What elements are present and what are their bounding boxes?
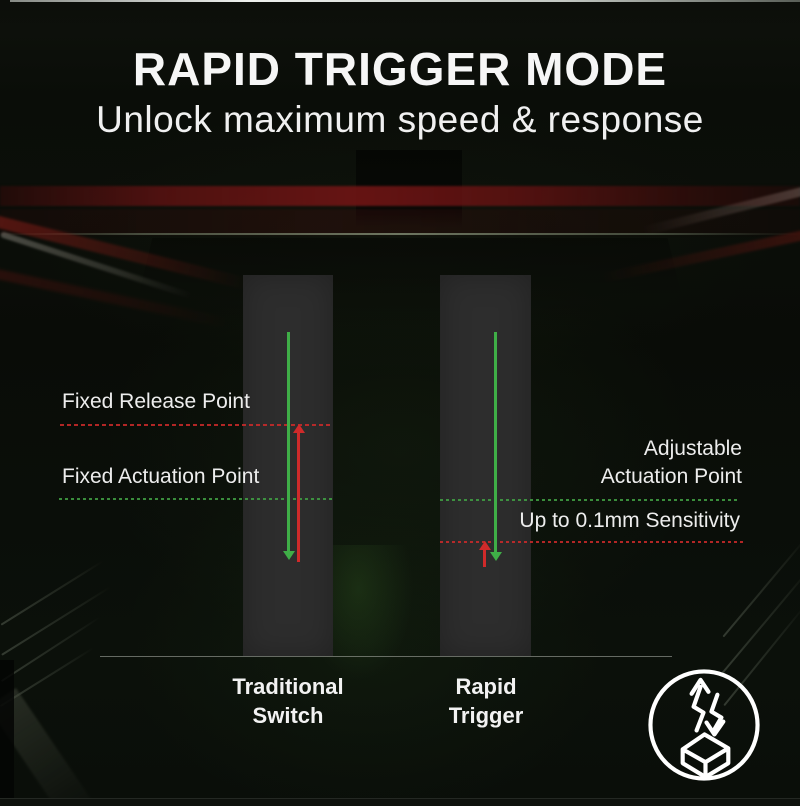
traditional-switch-name: Traditional Switch [188,672,388,730]
traditional-downstroke-arrow [282,332,295,560]
background-dark-strip [0,660,14,806]
rapid-trigger-bar [440,275,531,656]
fixed-release-point-line [60,424,333,426]
sensitivity-line [440,541,743,543]
rapid-downstroke-arrow [489,332,502,561]
arrow-head-down-icon [282,551,295,560]
arrow-shaft [494,332,497,552]
adjustable-actuation-point-line [440,499,739,501]
page-title: RAPID TRIGGER MODE [132,43,668,95]
arrow-shaft [287,332,290,551]
adjustable-label-line2: Actuation Point [600,465,742,488]
adjustable-label-line1: Adjustable [643,437,742,460]
up-arrow-head [689,677,711,696]
arrow-head-up-icon [478,541,491,550]
arrow-head-down-icon [489,552,502,561]
fixed-release-point-label: Fixed Release Point [62,390,250,413]
arrow-head-up-icon [292,424,305,433]
sensitivity-label: Up to 0.1mm Sensitivity [519,509,740,532]
rapid-trigger-keycap-icon [648,669,760,781]
page-subtitle: Unlock maximum speed & response [96,99,704,140]
background-bottom-strip [0,798,800,806]
rapid-name-line2: Trigger [448,703,524,728]
background-green-glow [318,545,414,681]
rapid-reset-arrow [478,541,491,567]
arrow-shaft [483,550,486,567]
rapid-name-line1: Rapid [455,674,517,699]
fixed-actuation-point-line [59,498,333,500]
traditional-name-line1: Traditional [232,674,344,699]
down-arrow-head [704,719,726,737]
rapid-trigger-name: Rapid Trigger [386,672,586,730]
fixed-actuation-point-label: Fixed Actuation Point [62,465,260,488]
up-arrow-shaft [691,684,706,733]
keycap-box [680,732,731,780]
background-light-hairline [0,233,800,235]
background-top-highlight [10,0,800,2]
traditional-reset-arrow [292,424,305,562]
arrow-shaft [297,433,300,562]
down-arrow-shaft [709,692,724,732]
background-red-band [0,186,800,206]
background-red-band-2 [0,209,800,235]
adjustable-actuation-point-label: Adjustable Actuation Point [601,435,742,491]
bottom-out-baseline [100,656,672,657]
traditional-name-line2: Switch [252,703,324,728]
